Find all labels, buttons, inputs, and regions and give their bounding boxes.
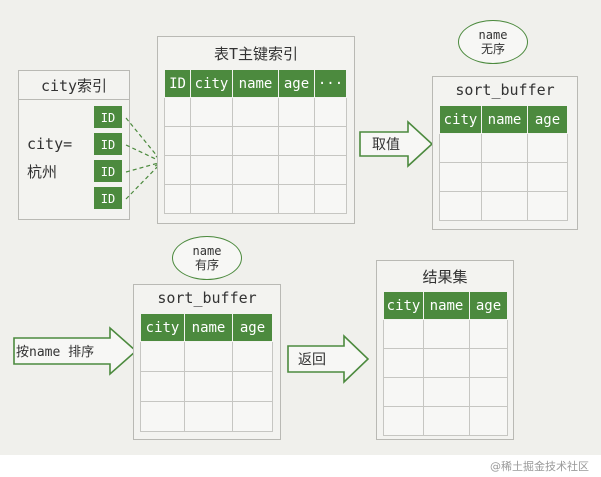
result-set-panel: 结果集 city name age: [376, 260, 514, 440]
bottom-strip: [0, 455, 601, 477]
sort-buffer-bottom-table: city name age: [140, 313, 273, 432]
return-arrow: [287, 334, 370, 384]
watermark-text: @稀土掘金技术社区: [490, 460, 589, 473]
city-index-title: city索引: [40, 77, 108, 95]
pk-col-id: ID: [164, 69, 191, 98]
result-set-table: city name age: [383, 291, 508, 436]
city-index-id-cell: ID: [93, 105, 123, 129]
pk-index-panel: 表T主键索引 ID city name age ···: [157, 36, 355, 224]
sort-buffer-top-table: city name age: [439, 105, 568, 221]
sorted-note-line1: name: [192, 244, 222, 258]
return-arrow-label: 返回: [298, 352, 326, 368]
pk-col-age: age: [278, 69, 315, 98]
pk-col-name: name: [232, 69, 279, 98]
pk-col-city: city: [190, 69, 233, 98]
pk-index-table: ID city name age ···: [164, 69, 347, 214]
sorted-note-line2: 有序: [194, 258, 219, 272]
city-index-id-cell: ID: [93, 159, 123, 183]
city-index-panel: city索引 city= 杭州 ID ID ID ID: [18, 70, 130, 220]
sbt-col-name: name: [481, 105, 528, 134]
unsorted-note-line1: name: [478, 28, 508, 42]
rs-col-age: age: [469, 291, 508, 320]
sort-arrow-label: 按name 排序: [16, 345, 95, 360]
sbb-col-name: name: [184, 313, 233, 342]
sbt-col-age: age: [527, 105, 568, 134]
city-key-line1: city=: [27, 135, 73, 153]
sbt-col-city: city: [439, 105, 482, 134]
sorted-note-bubble: name 有序: [172, 236, 242, 280]
rs-col-city: city: [383, 291, 424, 320]
sort-buffer-bottom-panel: sort_buffer city name age: [133, 284, 281, 440]
city-index-id-cell: ID: [93, 132, 123, 156]
result-set-title: 结果集: [422, 268, 468, 286]
rs-col-name: name: [423, 291, 470, 320]
sort-buffer-top-panel: sort_buffer city name age: [432, 76, 578, 230]
sort-arrow: [13, 326, 138, 376]
fetch-arrow-label: 取值: [372, 137, 400, 153]
fetch-arrow: [359, 120, 434, 168]
unsorted-note-bubble: name 无序: [458, 20, 528, 64]
pk-index-title: 表T主键索引: [213, 45, 299, 63]
pk-col-more: ···: [314, 69, 347, 98]
sbb-col-city: city: [140, 313, 185, 342]
sbb-col-age: age: [232, 313, 273, 342]
unsorted-note-line2: 无序: [480, 42, 505, 56]
city-key-line2: 杭州: [27, 163, 58, 181]
city-index-id-cell: ID: [93, 186, 123, 210]
sort-buffer-bottom-title: sort_buffer: [157, 289, 257, 307]
sort-buffer-top-title: sort_buffer: [455, 81, 555, 99]
